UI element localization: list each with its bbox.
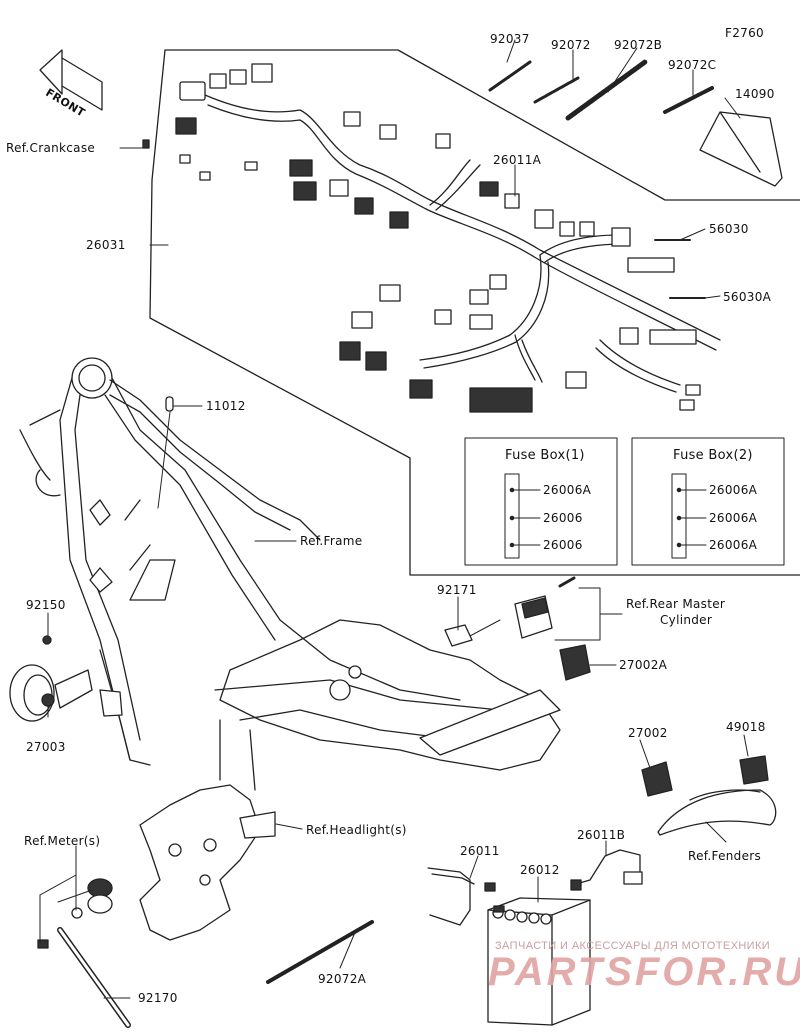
part-number-92072A[interactable]: 92072A: [318, 972, 367, 986]
harness-connectors: [175, 63, 701, 413]
ref-crankcase[interactable]: Ref.Crankcase: [6, 141, 96, 155]
part-number-14090[interactable]: 14090: [735, 87, 775, 101]
harness-group-outline: [151, 49, 800, 201]
ref-rear-master-line2[interactable]: Cylinder: [660, 613, 713, 627]
headlight-bracket: [87, 784, 276, 941]
part-number-27002[interactable]: 27002: [628, 726, 668, 740]
part-number-49018[interactable]: 49018: [726, 720, 766, 734]
part-92072B-icon: [565, 59, 648, 121]
fuse-box-1-item[interactable]: 26006: [543, 511, 583, 525]
fuse-box-2-item[interactable]: 26006A: [709, 511, 758, 525]
frame-drawing: [19, 357, 561, 791]
fuse-box-1-bar: [504, 473, 541, 559]
part-number-26011B[interactable]: 26011B: [577, 828, 626, 842]
meter-parts: [37, 907, 131, 1028]
part-92072C-icon: [663, 86, 714, 114]
part-number-26011A[interactable]: 26011A: [493, 153, 542, 167]
diagram-code: F2760: [725, 26, 764, 40]
part-11012-icon: [165, 396, 174, 412]
fuse-box-2-item[interactable]: 26006A: [709, 483, 758, 497]
part-number-26012[interactable]: 26012: [520, 863, 560, 877]
part-number-92037[interactable]: 92037: [490, 32, 530, 46]
harness-trunk: [204, 94, 721, 393]
ref-frame[interactable]: Ref.Frame: [300, 534, 363, 548]
ref-rear-master-line1[interactable]: Ref.Rear Master: [626, 597, 726, 611]
part-number-56030[interactable]: 56030: [709, 222, 749, 236]
part-92072-icon: [533, 76, 580, 104]
watermark-tagline: ЗАПЧАСТИ И АКСЕССУАРЫ ДЛЯ МОТОТЕХНИКИ: [495, 940, 771, 952]
ref-headlight[interactable]: Ref.Headlight(s): [306, 823, 407, 837]
ref-fenders[interactable]: Ref.Fenders: [688, 849, 762, 863]
fuse-box-1-frame: [464, 437, 618, 566]
part-92037-icon: [488, 60, 532, 92]
watermark-logo: PARTSFOR.RU: [488, 950, 800, 994]
leader-lines: [39, 39, 749, 999]
part-number-92150[interactable]: 92150: [26, 598, 66, 612]
fuse-box-2-frame: [631, 437, 785, 566]
crankcase-bolt-icon: [142, 139, 150, 149]
fenders-parts: [641, 755, 777, 836]
part-number-27002A[interactable]: 27002A: [619, 658, 668, 672]
part-number-26011[interactable]: 26011: [460, 844, 500, 858]
part-number-92072C[interactable]: 92072C: [668, 58, 717, 72]
battery-cables: [427, 849, 643, 926]
part-number-27003[interactable]: 27003: [26, 740, 66, 754]
part-number-92072[interactable]: 92072: [551, 38, 591, 52]
part-number-26031[interactable]: 26031: [86, 238, 126, 252]
horn-parts: [9, 635, 123, 722]
part-number-11012[interactable]: 11012: [206, 399, 246, 413]
fuse-box-1-title: Fuse Box(1): [505, 448, 585, 463]
part-number-56030A[interactable]: 56030A: [723, 290, 772, 304]
ref-meter[interactable]: Ref.Meter(s): [24, 834, 101, 848]
fuse-box-2-title: Fuse Box(2): [673, 448, 753, 463]
part-number-92171[interactable]: 92171: [437, 583, 477, 597]
part-number-92170[interactable]: 92170: [138, 991, 178, 1005]
part-26012-battery-icon: [487, 897, 591, 1026]
rear-master-cylinder-parts: [444, 576, 591, 681]
fuse-box-2-item[interactable]: 26006A: [709, 538, 758, 552]
part-14090-icon: [699, 111, 783, 187]
front-arrow-icon: [39, 49, 103, 111]
fuse-box-1-item[interactable]: 26006: [543, 538, 583, 552]
part-number-92072B[interactable]: 92072B: [614, 38, 663, 52]
fuse-box-1-item[interactable]: 26006A: [543, 483, 592, 497]
fuse-box-2-bar: [671, 473, 707, 559]
